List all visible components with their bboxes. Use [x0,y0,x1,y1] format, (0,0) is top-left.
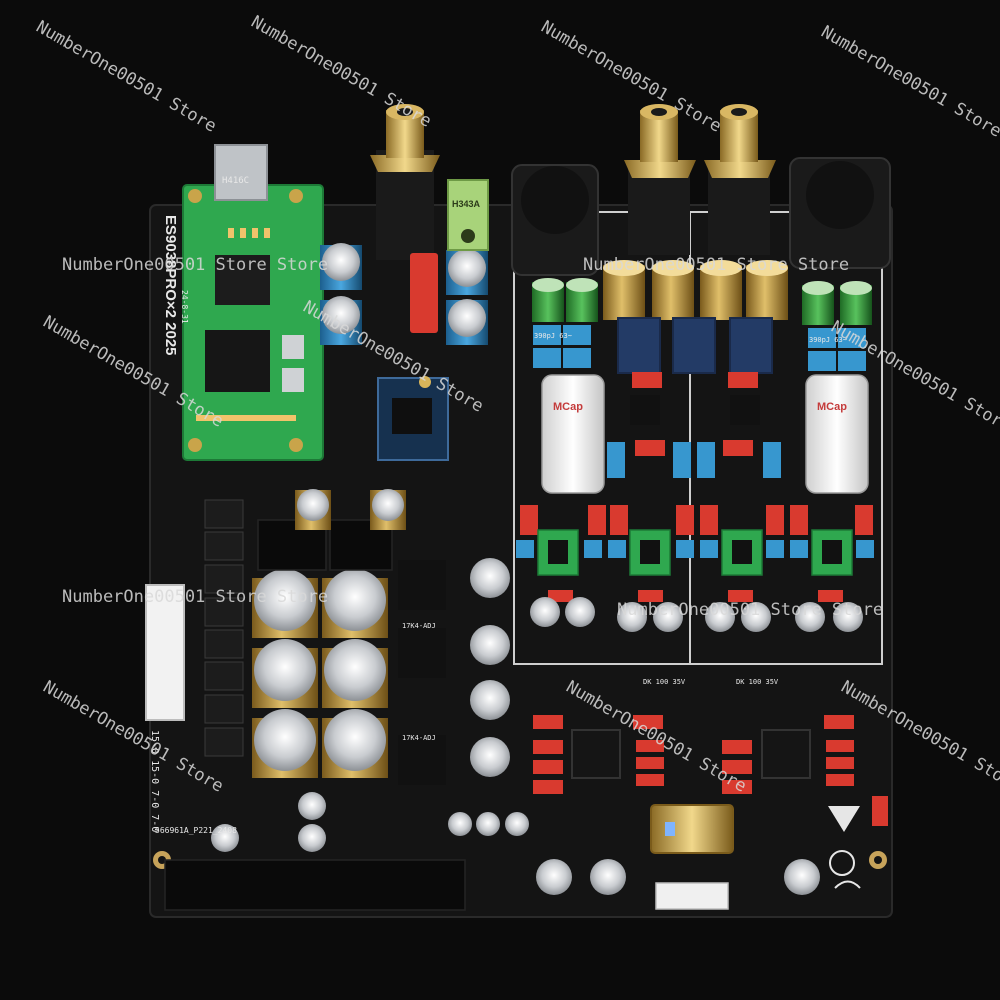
right-cap-label: DK 100 35V [736,678,779,686]
certification-logos [828,806,861,889]
xlr-output-right [789,157,891,269]
film-cap-value-right: 390pJ 63~ [809,336,847,344]
xlr-output-left [511,164,599,276]
regulator-label-bottom: 17K4-ADJ [402,734,436,742]
main-power-capacitors [252,569,388,778]
board-code: 566961A_P221_2408 [155,826,237,835]
dac-chips [533,715,888,826]
svg-text:MCap: MCap [817,401,847,413]
svg-text:MCap: MCap [553,401,583,413]
opamp-section [516,372,874,602]
watermark: NumberOne00501 Store Store [583,255,849,275]
usb-chip [215,255,270,305]
white-coupling-capacitors: MCap MCap [541,374,869,494]
coaxial-rca-input [370,104,440,260]
red-film-capacitor [410,253,438,333]
usb-chip-label: H416C [222,176,249,186]
bluetooth-module [377,376,449,461]
gold-small-capacitors [295,489,406,530]
crystal-oscillator [650,804,734,854]
optical-label: H343A [452,199,481,209]
output-gold-capacitors [603,260,788,320]
optical-input: H343A [447,179,489,251]
blue-film-capacitors [533,325,866,478]
watermark: NumberOne00501 Store Store [62,587,328,607]
mid-cap-label: DK 100 35V [643,678,686,686]
regulators [398,558,510,785]
module-label: ES9038PRO×2 2025 [162,215,179,356]
output-small-capacitors [530,597,863,632]
power-pin-label: 15-0 15-0 7-0 7-0 [149,730,160,832]
module-date: 24-8-31 [180,290,189,324]
rectifier-diodes [204,499,244,757]
watermark: NumberOne00501 Store Store [617,600,883,620]
rca-output-right [704,104,776,255]
film-cap-value-left: 390pJ 63~ [534,332,572,340]
watermark: NumberOne00501 Store Store [62,255,328,275]
bottom-capacitors [211,792,820,895]
xmos-chip [205,330,270,392]
white-header [655,882,729,910]
regulator-label-top: 17K4-ADJ [402,622,436,630]
output-green-capacitors [532,278,872,325]
usb-c-connector [214,144,268,201]
power-input-connector [145,584,185,721]
output-stage-outline [513,211,883,665]
usb-interface-module: H416C [182,144,324,461]
power-filter-capacitors [320,243,488,345]
rca-output-left [624,104,696,255]
output-relays [617,317,773,374]
